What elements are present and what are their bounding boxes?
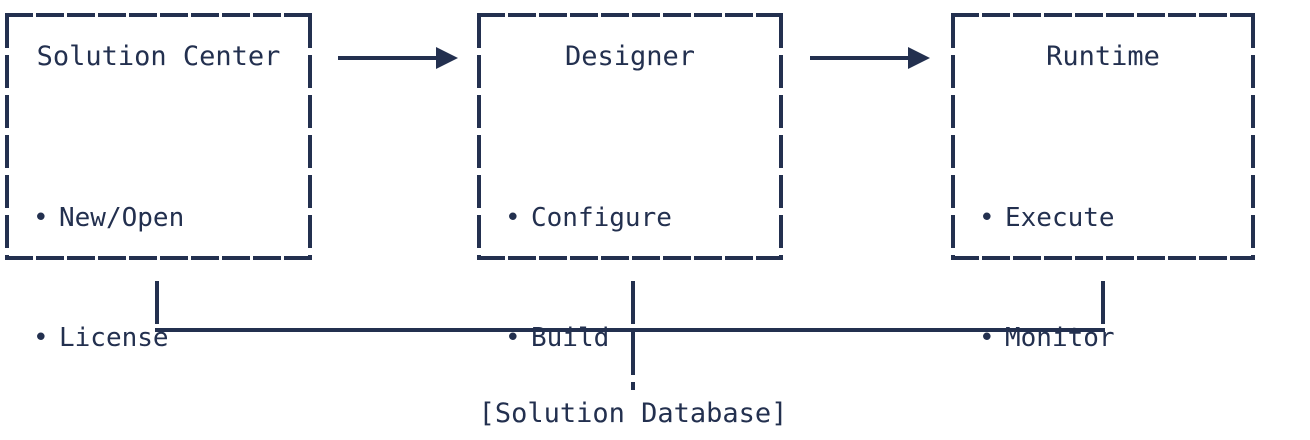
box-border-runtime xyxy=(951,13,1255,260)
arrow-designer-to-runtime xyxy=(810,47,930,69)
bullet-icon: • xyxy=(33,203,49,233)
list-item: • Execute xyxy=(979,198,1249,238)
arrow-solution-center-to-designer xyxy=(338,47,458,69)
box-border-designer xyxy=(477,13,783,260)
solution-database-connector-bus xyxy=(155,281,1105,390)
list-item-label: License xyxy=(59,323,169,353)
arrow-head xyxy=(908,47,930,69)
bullet-icon: • xyxy=(33,323,49,353)
box-title-solution-center: Solution Center xyxy=(36,41,281,72)
bullet-icon: • xyxy=(979,203,995,233)
box-title-designer: Designer xyxy=(564,41,696,72)
list-item-label: Execute xyxy=(1005,203,1115,233)
arrow-head xyxy=(436,47,458,69)
list-item-label: Build xyxy=(531,323,610,353)
box-items-solution-center: •New/Open •License •Launch xyxy=(33,118,303,440)
list-item-label: New/Open xyxy=(59,203,185,233)
list-item: • License xyxy=(33,318,303,358)
bullet-icon: • xyxy=(979,323,995,353)
solution-database-label: [Solution Database] xyxy=(478,398,788,429)
box-items-runtime: •Execute •Monitor •Serve xyxy=(979,118,1249,440)
box-items-designer: •Configure •Build •Test xyxy=(505,118,775,440)
list-item: • New/Open xyxy=(33,198,303,238)
box-border-solution-center xyxy=(5,13,312,260)
bullet-icon: • xyxy=(505,323,521,353)
bullet-icon: • xyxy=(505,203,521,233)
list-item: • Build xyxy=(505,318,775,358)
list-item-label: Configure xyxy=(531,203,672,233)
list-item-label: Monitor xyxy=(1005,323,1115,353)
box-title-runtime: Runtime xyxy=(1046,41,1160,72)
list-item: • Monitor xyxy=(979,318,1249,358)
list-item: • Configure xyxy=(505,198,775,238)
